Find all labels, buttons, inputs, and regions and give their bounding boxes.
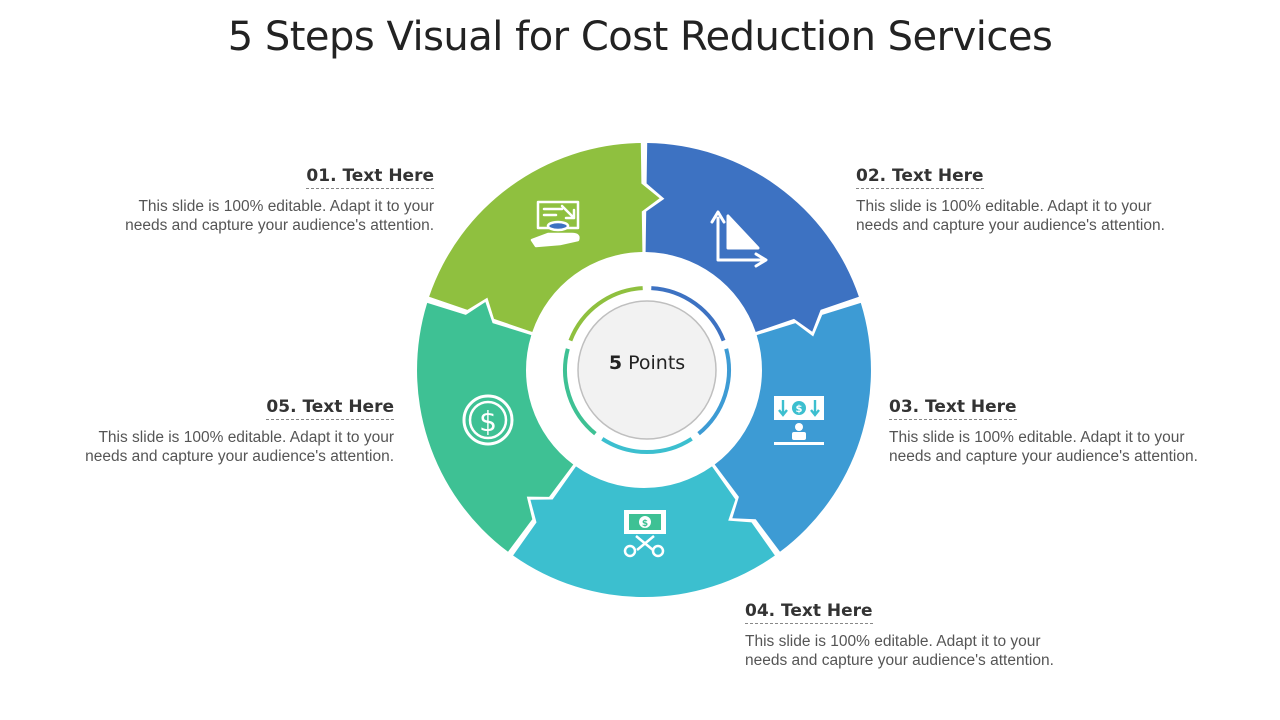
ring-segment-2 — [714, 302, 871, 552]
center-label: 5 Points — [577, 352, 717, 374]
decline-chart-icon — [710, 210, 768, 268]
inner-arc-5 — [568, 286, 643, 342]
center-circle — [577, 300, 717, 440]
ring-segment-4 — [417, 302, 574, 552]
inner-arc-2 — [697, 348, 731, 436]
step-4-heading: 04. Text Here — [745, 601, 873, 624]
cost-down-board-icon: $ — [774, 396, 824, 445]
step-3-heading: 03. Text Here — [889, 397, 1017, 420]
step-3: 03. Text Here This slide is 100% editabl… — [889, 397, 1219, 466]
step-2-heading: 02. Text Here — [856, 166, 984, 189]
budget-hand-icon — [530, 200, 580, 248]
step-2-description: This slide is 100% editable. Adapt it to… — [856, 198, 1165, 234]
step-4: 04. Text Here This slide is 100% editabl… — [745, 601, 1075, 670]
ring-segment-1 — [645, 143, 859, 332]
svg-text:$: $ — [479, 405, 497, 438]
step-5: 05. Text Here This slide is 100% editabl… — [58, 397, 394, 466]
inner-arc-3 — [601, 437, 693, 454]
step-1: 01. Text Here This slide is 100% editabl… — [98, 166, 434, 235]
step-4-description: This slide is 100% editable. Adapt it to… — [745, 633, 1054, 669]
inner-arc-4 — [563, 348, 597, 436]
step-1-heading: 01. Text Here — [306, 166, 434, 189]
center-text: Points — [628, 352, 686, 374]
step-5-description: This slide is 100% editable. Adapt it to… — [85, 429, 394, 465]
step-3-description: This slide is 100% editable. Adapt it to… — [889, 429, 1198, 465]
svg-text:$: $ — [642, 519, 648, 529]
step-2: 02. Text Here This slide is 100% editabl… — [856, 166, 1186, 235]
step-5-heading: 05. Text Here — [266, 397, 394, 420]
cut-money-icon: $ — [623, 510, 666, 558]
center-number: 5 — [608, 352, 623, 374]
inner-arc-1 — [651, 286, 726, 342]
step-1-description: This slide is 100% editable. Adapt it to… — [125, 198, 434, 234]
svg-text:$: $ — [796, 404, 803, 415]
dollar-coin-icon: $ — [462, 394, 514, 446]
page-title: 5 Steps Visual for Cost Reduction Servic… — [227, 14, 1053, 60]
